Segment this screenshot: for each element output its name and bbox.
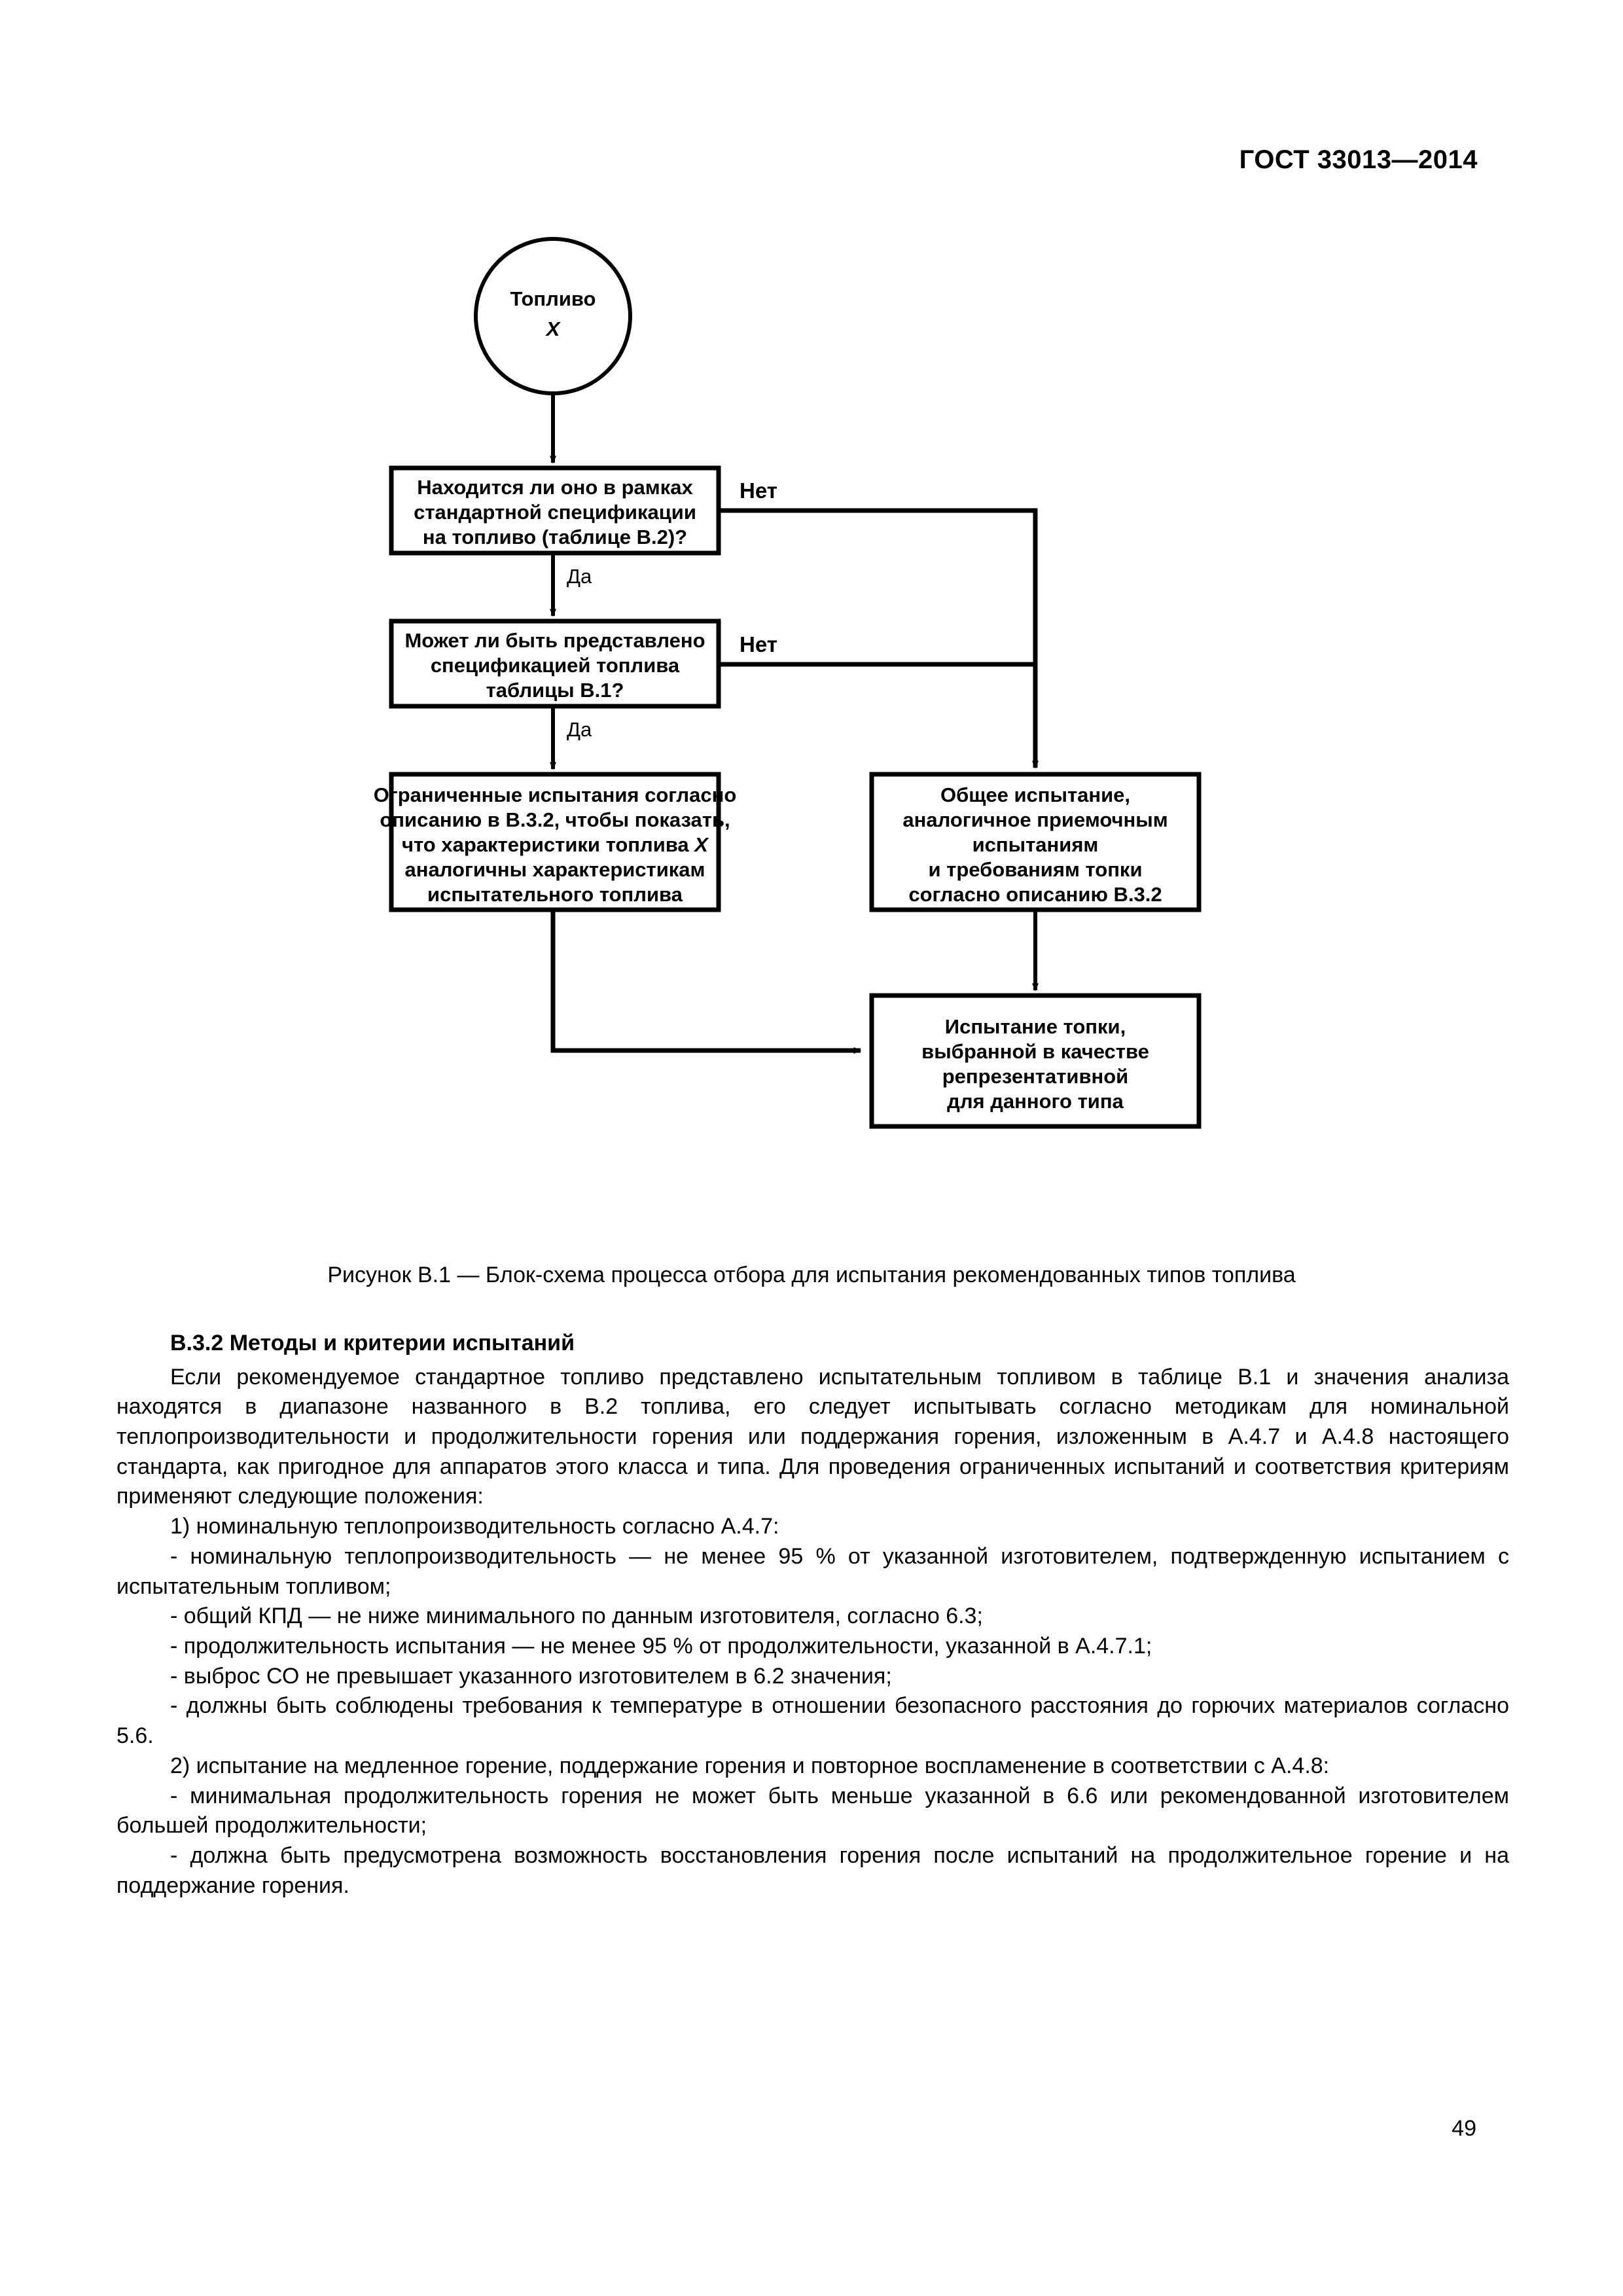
flow-node-decision-2: Может ли быть представлено спецификацией… (389, 619, 721, 709)
process-bottom-line1: Испытание топки, (945, 1015, 1126, 1038)
paragraph-intro: Если рекомендуемое стандартное топливо п… (116, 1364, 1509, 1509)
process-left-line4: аналогичны характеристикам (405, 858, 705, 881)
bullet-overall-efficiency: - общий КПД — не ниже минимального по да… (170, 1604, 983, 1629)
branch-label-no-2: Нет (740, 632, 777, 656)
process-right-line2: аналогичное приемочным (902, 808, 1168, 831)
page-number: 49 (1452, 2116, 1476, 2141)
list-item-1: 1) номинальную теплопроизводительность с… (170, 1514, 779, 1539)
list-item-2: 2) испытание на медленное горение, подде… (170, 1753, 1330, 1778)
decision2-line2: спецификацией топлива (431, 654, 680, 677)
connector-decision1-no (719, 508, 1038, 702)
running-header-standard-number: ГОСТ 33013—2014 (1239, 145, 1478, 174)
flow-node-decision-1: Находится ли оно в рамках стандартной сп… (389, 465, 721, 556)
bullet-test-duration: - продолжительность испытания — не менее… (170, 1634, 1152, 1659)
process-right-line3: испытаниям (972, 833, 1099, 856)
flow-node-process-right: Общее испытание, аналогичное приемочным … (869, 772, 1202, 912)
decision2-line1: Может ли быть представлено (404, 629, 705, 652)
process-left-line3-text: что характеристики топлива (402, 833, 694, 856)
start-node-line2: X (545, 317, 562, 340)
decision2-line3: таблицы В.1? (486, 679, 624, 702)
figure-caption: Рисунок В.1 — Блок-схема процесса отбора… (327, 1263, 1296, 1287)
process-right-line1: Общее испытание, (940, 783, 1130, 806)
branch-label-no-1: Нет (740, 478, 777, 503)
process-left-line5: испытательного топлива (427, 883, 683, 906)
branch-label-yes-1: Да (567, 565, 592, 588)
process-bottom-line3: репрезентативной (942, 1065, 1128, 1088)
figure-b1-flowchart: Топливо X Находится ли оно в рамках стан… (308, 232, 1276, 1208)
flow-node-start: Топливо X (474, 237, 632, 395)
bullet-minimum-burn-duration: - минимальная продолжительность горения … (116, 1783, 1509, 1839)
bullet-co-emission: - выброс СО не превышает указанного изго… (170, 1663, 892, 1689)
body-text-column: В.3.2 Методы и критерии испытаний Если р… (116, 1329, 1509, 1901)
bullet-nominal-heat-output: - номинальную теплопроизводительность — … (116, 1543, 1509, 1599)
decision1-line2: стандартной спецификации (414, 501, 696, 524)
section-heading-b32: В.3.2 Методы и критерии испытаний (170, 1331, 575, 1355)
branch-label-yes-2: Да (567, 718, 592, 741)
bullet-combustion-recovery: - должна быть предусмотрена возможность … (116, 1843, 1509, 1898)
connector-process-left-to-bottom (550, 910, 862, 1054)
process-bottom-line4: для данного типа (947, 1090, 1124, 1113)
decision1-line1: Находится ли оно в рамках (417, 476, 693, 499)
process-left-line3-fuel-symbol: X (693, 833, 709, 856)
flow-node-process-bottom: Испытание топки, выбранной в качестве ре… (869, 993, 1202, 1129)
process-left-line3: что характеристики топлива X (402, 833, 709, 856)
bullet-temperature-safety-distance: - должны быть соблюдены требования к тем… (116, 1693, 1509, 1749)
process-left-line2: описанию в В.3.2, чтобы показать, (380, 808, 730, 831)
process-right-line4: и требованиям топки (928, 858, 1142, 881)
start-node-line1: Топливо (510, 287, 596, 310)
process-bottom-line2: выбранной в качестве (921, 1040, 1149, 1063)
decision1-line3: на топливо (таблице В.2)? (423, 526, 687, 548)
process-left-line1: Ограниченные испытания согласно (374, 783, 737, 806)
flow-node-process-left: Ограниченные испытания согласно описанию… (374, 772, 737, 912)
process-right-line5: согласно описанию В.3.2 (908, 883, 1162, 906)
